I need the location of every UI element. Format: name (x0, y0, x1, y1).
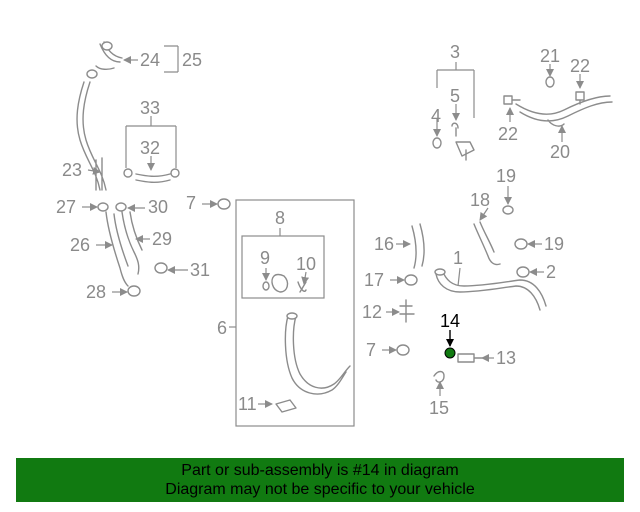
callout-30: 30 (148, 197, 168, 217)
part-24-clamp-bottom[interactable] (86, 69, 98, 79)
part-24-clamp-top[interactable] (101, 41, 113, 51)
part-33-clamp-left[interactable] (123, 168, 133, 178)
part-29-hose[interactable] (121, 211, 143, 275)
bracket-3 (436, 62, 475, 118)
part-28-clamp[interactable] (127, 285, 141, 297)
part-32-hose[interactable] (135, 173, 171, 183)
part-31-clamp[interactable] (154, 262, 168, 274)
callout-20: 20 (550, 142, 570, 162)
callout-27: 27 (56, 197, 76, 217)
callout-33: 33 (140, 98, 160, 118)
part-9-oring[interactable] (262, 281, 270, 291)
callout-22-left: 22 (498, 124, 518, 144)
callout-24: 24 (140, 50, 160, 70)
part-2-clamp[interactable] (516, 266, 530, 278)
callout-1: 1 (453, 248, 463, 268)
part-20-pipe[interactable] (515, 95, 613, 127)
callout-7-lower: 7 (366, 340, 376, 360)
callout-22-right: 22 (570, 56, 590, 76)
part-13-sensor[interactable] (457, 353, 483, 363)
bracket-33 (125, 116, 177, 168)
callout-6: 6 (217, 318, 227, 338)
callout-7-upper: 7 (186, 193, 196, 213)
part-33-clamp-right[interactable] (170, 168, 180, 178)
part-26-hose[interactable] (105, 211, 129, 287)
callout-26: 26 (70, 235, 90, 255)
callout-13: 13 (496, 348, 516, 368)
callout-4: 4 (431, 106, 441, 126)
banner-line-2: Diagram may not be specific to your vehi… (165, 481, 475, 498)
part-15-clip[interactable] (433, 370, 445, 383)
callout-31: 31 (190, 260, 210, 280)
callout-23: 23 (62, 160, 82, 180)
callout-29: 29 (152, 229, 172, 249)
callout-12: 12 (362, 302, 382, 322)
part-27-clamp[interactable] (97, 202, 109, 212)
part-22-bolt-right[interactable] (575, 91, 585, 105)
sub-assembly-box-8 (241, 235, 325, 299)
callout-3: 3 (450, 42, 460, 62)
callout-15: 15 (429, 398, 449, 418)
part-10-clip[interactable] (297, 281, 307, 293)
part-1-pipe-end[interactable] (434, 268, 446, 276)
callout-2: 2 (546, 262, 556, 282)
part-6-hose-end[interactable] (286, 312, 298, 320)
callout-9: 9 (260, 248, 270, 268)
part-4-oring[interactable] (432, 137, 442, 149)
callout-5: 5 (450, 86, 460, 106)
part-6-hose[interactable] (284, 315, 351, 395)
part-22-bolt-left[interactable] (503, 95, 521, 105)
callout-11: 11 (238, 394, 257, 414)
part-3-fitting[interactable] (455, 141, 475, 161)
left-hose-group (76, 41, 231, 297)
info-banner: Part or sub-assembly is #14 in diagram D… (16, 458, 624, 502)
part-23-pipe[interactable] (76, 81, 107, 191)
callout-28: 28 (86, 282, 106, 302)
part-19-clamp-upper[interactable] (502, 205, 514, 215)
part-18-pipe[interactable] (473, 221, 501, 266)
part-14-highlight[interactable] (444, 347, 456, 359)
part-17-clamp[interactable] (404, 274, 418, 286)
part-12-tee[interactable] (399, 299, 415, 323)
callout-17: 17 (364, 270, 384, 290)
part-11-bracket[interactable] (275, 399, 297, 413)
part-7-clamp-lower[interactable] (396, 344, 410, 356)
part-30-clamp[interactable] (115, 202, 127, 212)
callout-18: 18 (470, 190, 490, 210)
part-9-fitting[interactable] (271, 273, 289, 293)
part-21-oring[interactable] (545, 76, 555, 88)
part-1-pipe[interactable] (435, 269, 547, 311)
callout-32: 32 (140, 138, 160, 158)
part-5-clip[interactable] (451, 122, 459, 137)
callout-19-lower: 19 (544, 234, 564, 254)
callout-10: 10 (296, 254, 316, 274)
callout-16: 16 (374, 234, 394, 254)
part-7-clamp-upper[interactable] (217, 198, 231, 210)
part-19-clamp-lower[interactable] (514, 238, 528, 250)
banner-line-1: Part or sub-assembly is #14 in diagram (181, 462, 459, 479)
callout-14-highlighted: 14 (440, 311, 460, 331)
callout-8: 8 (275, 208, 285, 228)
part-16-hose[interactable] (411, 223, 425, 269)
callout-21: 21 (540, 46, 560, 66)
assembly-box-6 (235, 199, 355, 427)
callout-25: 25 (182, 50, 202, 70)
callout-19-upper: 19 (496, 166, 516, 186)
